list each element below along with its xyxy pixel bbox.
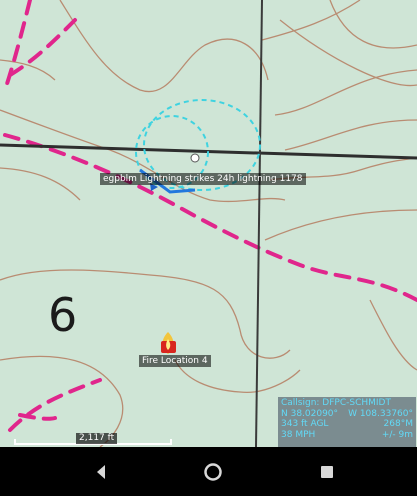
lightning-track[interactable] xyxy=(135,99,261,194)
heading-text: 268°M xyxy=(383,419,413,429)
contour-line xyxy=(261,0,361,41)
recents-icon[interactable] xyxy=(314,459,340,485)
contour-line xyxy=(0,59,56,81)
contour-line xyxy=(279,19,417,87)
grid-section-number: 6 xyxy=(48,288,78,342)
map-canvas[interactable] xyxy=(0,0,417,447)
scale-bar-cap-right xyxy=(170,439,172,445)
back-icon[interactable] xyxy=(88,459,114,485)
scale-bar-cap-left xyxy=(14,439,16,445)
contour-line xyxy=(0,167,81,201)
contour-line xyxy=(59,0,269,93)
callsign-text: Callsign: DFPC-SCHMIDT xyxy=(281,398,391,408)
fire-location-label[interactable]: Fire Location 4 xyxy=(139,355,211,367)
boundary-line xyxy=(8,18,77,77)
android-navigation-bar xyxy=(0,447,417,496)
road-vertical xyxy=(255,0,263,447)
boundary-line xyxy=(3,0,32,92)
latitude-text: N 38.02090° xyxy=(281,408,339,419)
boundary-line xyxy=(8,378,102,432)
position-info-panel[interactable]: Callsign: DFPC-SCHMIDT N 38.02090° W 108… xyxy=(278,397,416,447)
track-loop xyxy=(143,99,261,191)
contour-line xyxy=(0,109,286,203)
lightning-track-label[interactable]: egpblm Lightning strikes 24h lightning 1… xyxy=(100,173,306,185)
boundary-line xyxy=(3,133,417,302)
contour-line xyxy=(329,0,417,49)
track-loop-inner xyxy=(135,115,209,189)
home-icon[interactable] xyxy=(200,459,226,485)
boundary-line xyxy=(18,413,57,421)
fire-icon[interactable] xyxy=(161,332,176,354)
contour-line xyxy=(284,119,417,151)
scale-label: 2,117 ft xyxy=(76,433,118,444)
scale-bar: 2,117 ft xyxy=(14,433,172,447)
scale-bar-line xyxy=(14,443,172,445)
boundary-lines xyxy=(3,0,417,432)
contour-line xyxy=(274,69,417,116)
arrow-icon xyxy=(150,183,158,191)
contour-line xyxy=(174,359,301,394)
speed-text: 38 MPH xyxy=(281,429,316,440)
altitude-text: 343 ft AGL xyxy=(281,419,329,429)
longitude-text: W 108.33760° xyxy=(348,408,413,419)
contour-line xyxy=(369,299,417,371)
contour-line xyxy=(264,209,417,241)
accuracy-text: +/- 9m xyxy=(381,429,413,440)
track-point-icon[interactable] xyxy=(190,153,200,163)
